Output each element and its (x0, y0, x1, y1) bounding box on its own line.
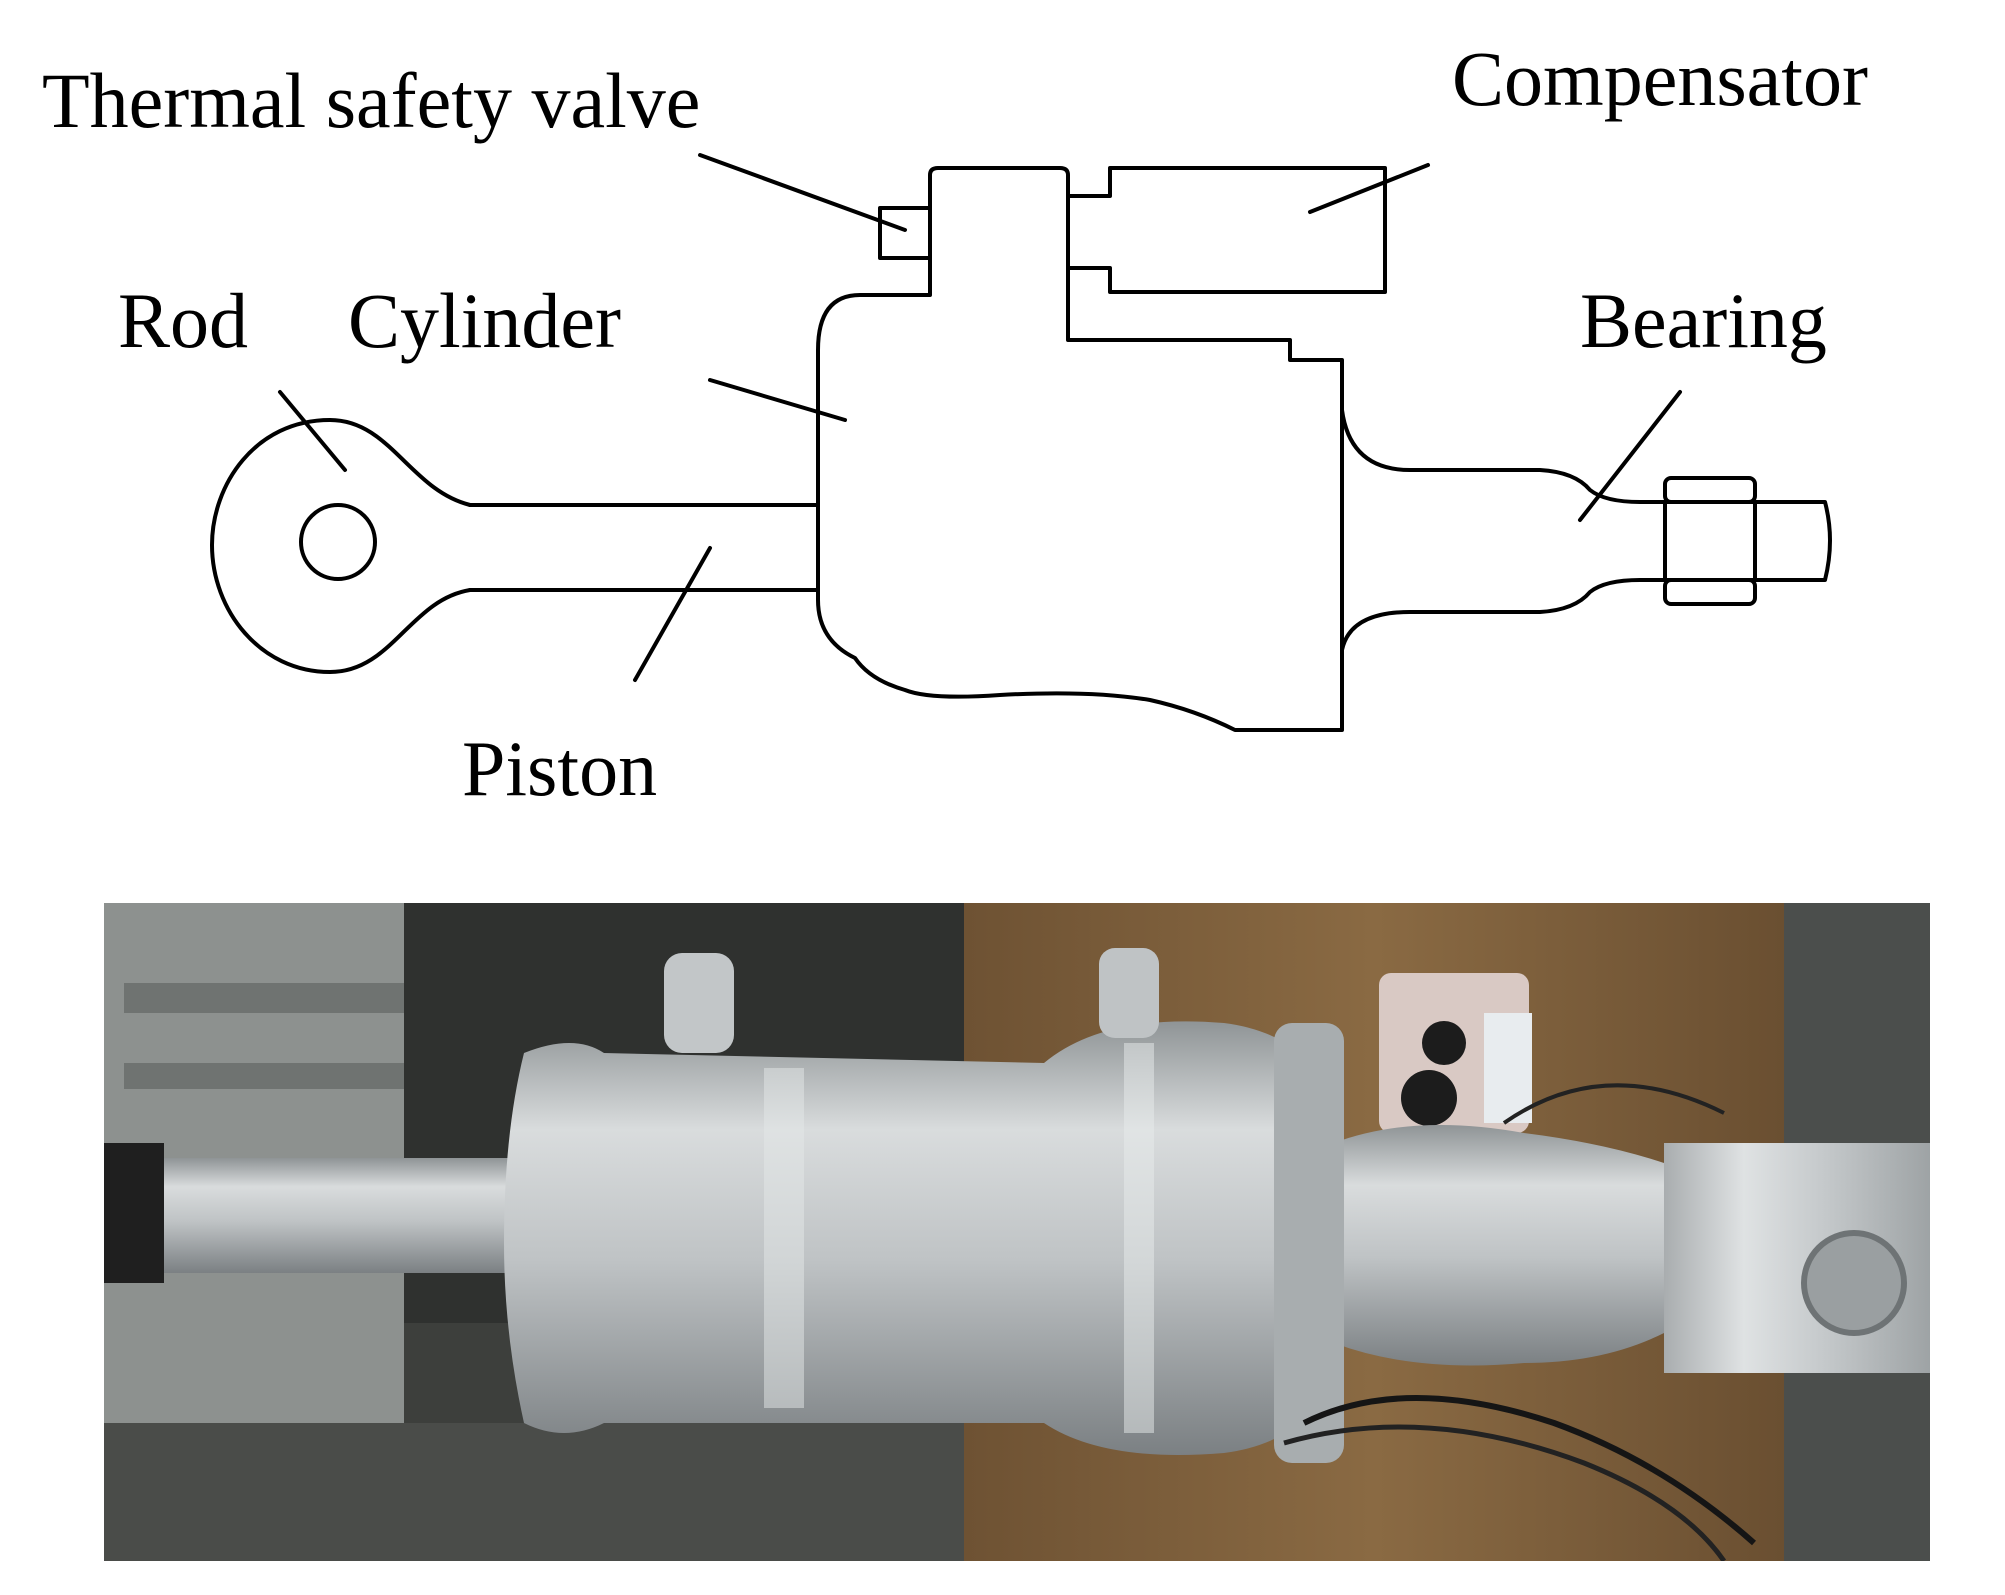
photo-illustration (104, 903, 1930, 1561)
compensator-connector (1066, 166, 1387, 294)
bearing-top (1340, 408, 1832, 652)
cylinder-outline (816, 166, 1344, 732)
label-compensator: Compensator (1452, 35, 1868, 122)
label-thermal-safety-valve: Thermal safety valve (42, 57, 701, 144)
actuator-schematic: Thermal safety valve Compensator Rod Cyl… (42, 35, 1868, 812)
label-rod: Rod (118, 277, 249, 364)
leader-piston (633, 546, 712, 682)
schematic-drawing (210, 153, 1832, 732)
bearing-bushing-side (1663, 500, 1757, 582)
label-cylinder: Cylinder (348, 277, 621, 364)
bearing-bushing-bottom (1663, 578, 1757, 606)
actuator-photo (104, 903, 1930, 1561)
leader-bearing (1578, 390, 1682, 522)
bearing-bushing-top (1663, 476, 1757, 504)
leader-cylinder (708, 378, 847, 422)
thermal-valve-box (878, 206, 932, 260)
rod-eye-outline (210, 418, 472, 674)
leader-thermal (698, 153, 907, 232)
rod-eye-hole (299, 503, 377, 581)
label-bearing: Bearing (1580, 277, 1827, 364)
leader-rod (278, 390, 347, 472)
label-piston: Piston (462, 725, 658, 812)
leader-compensator (1308, 163, 1430, 214)
